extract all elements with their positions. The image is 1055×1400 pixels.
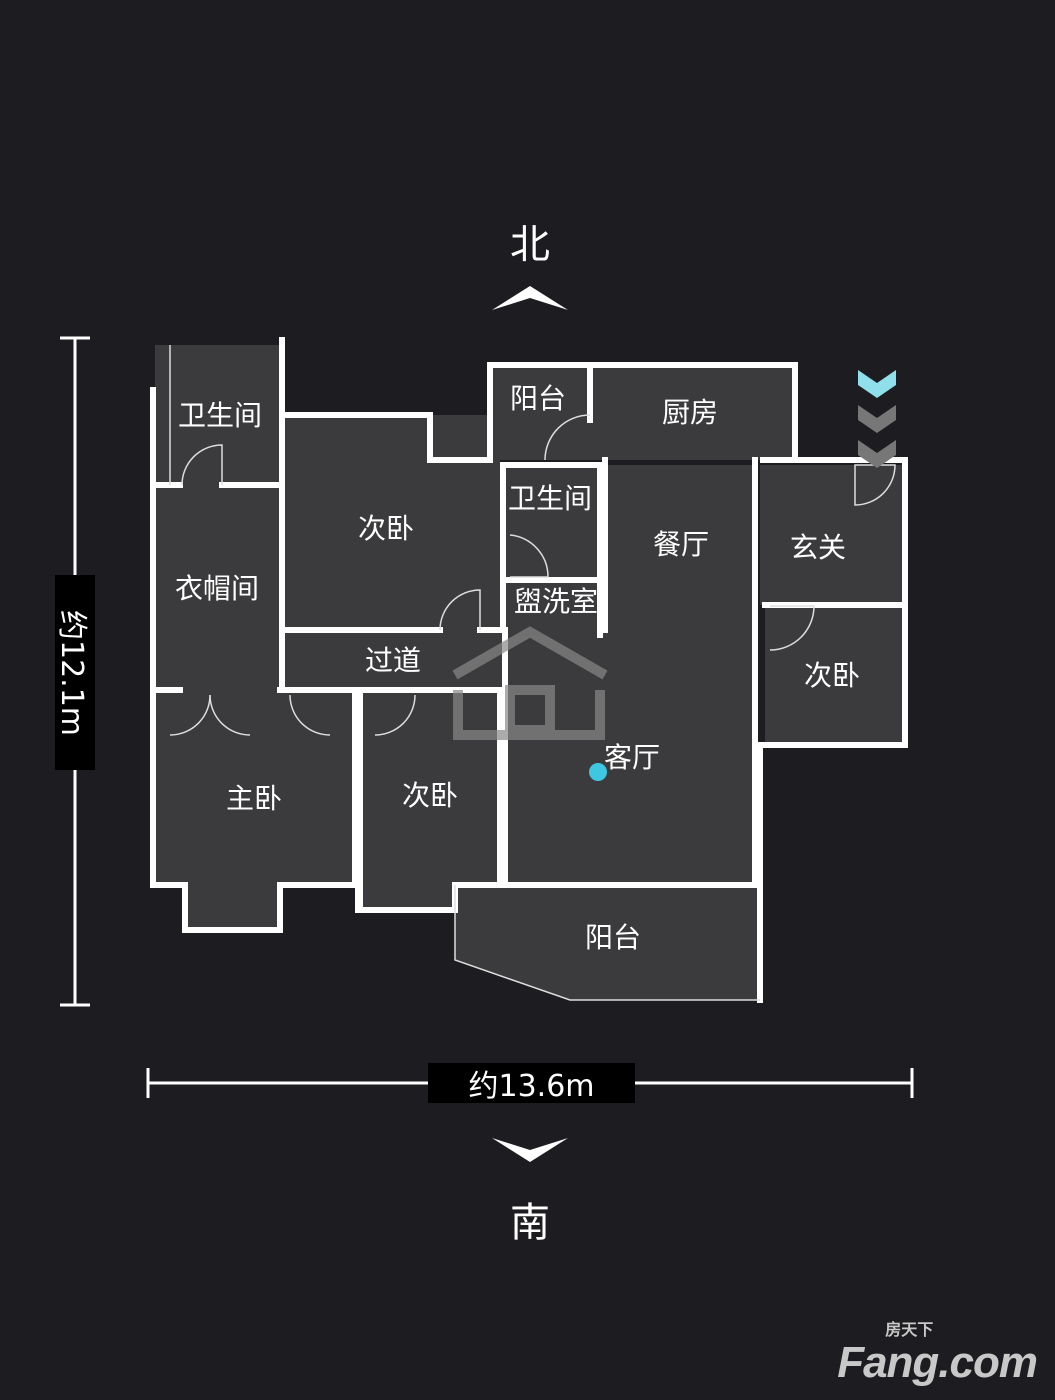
watermark-house-icon xyxy=(452,626,608,740)
north-arrow-icon xyxy=(492,286,568,310)
room-label-balcony-south: 阳台 xyxy=(585,921,641,954)
room-label-bathroom-2: 卫生间 xyxy=(508,482,592,515)
entry-arrow-icon xyxy=(858,370,896,468)
room-label-kitchen: 厨房 xyxy=(662,396,718,429)
room-label-living-room: 客厅 xyxy=(604,741,660,774)
room-label-bathroom-1: 卫生间 xyxy=(178,399,262,432)
room-label-entrance: 玄关 xyxy=(790,531,846,564)
room-label-second-bedroom-1: 次卧 xyxy=(358,512,414,545)
room-fills xyxy=(155,345,905,1000)
height-dimension-box: 约12.1m xyxy=(54,575,95,770)
south-label: 南 xyxy=(510,1200,550,1246)
room-label-balcony-north: 阳台 xyxy=(510,382,566,415)
logo-tagline: 房天下 xyxy=(885,1322,934,1339)
room-label-master-bedroom: 主卧 xyxy=(226,782,282,815)
room-label-cloakroom: 衣帽间 xyxy=(175,572,259,605)
position-dot xyxy=(589,763,607,781)
room-label-second-bedroom-3: 次卧 xyxy=(402,779,458,812)
logo-text: Fang.com xyxy=(837,1338,1038,1387)
north-label: 北 xyxy=(510,222,550,268)
south-arrow-icon xyxy=(492,1138,568,1162)
width-dimension-label: 约13.6m xyxy=(428,1063,635,1104)
room-label-corridor: 过道 xyxy=(365,644,421,677)
walls xyxy=(150,337,908,1003)
room-label-dining-room: 餐厅 xyxy=(653,528,709,561)
room-label-second-bedroom-2: 次卧 xyxy=(804,659,860,692)
fang-logo: 房天下 Fang.com xyxy=(837,1322,1038,1387)
room-label-washroom: 盥洗室 xyxy=(514,585,598,618)
doors xyxy=(169,414,896,736)
height-dimension-label: 约12.1m xyxy=(54,609,89,736)
